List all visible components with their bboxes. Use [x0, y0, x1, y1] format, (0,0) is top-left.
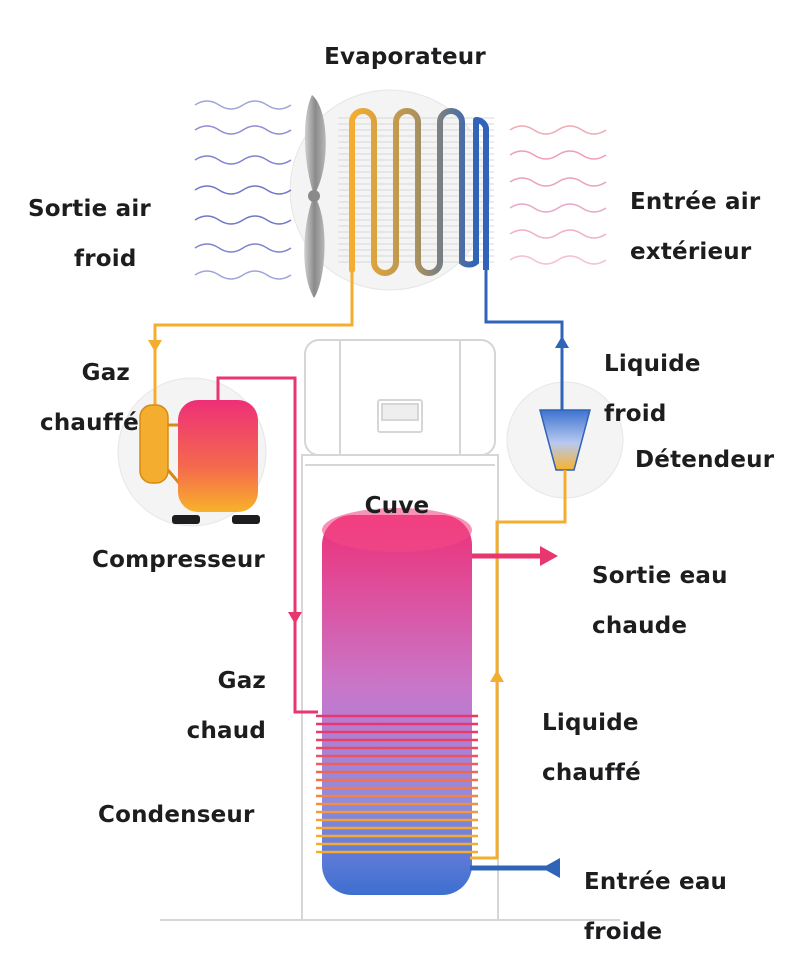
coil-outlet: [475, 117, 489, 270]
arrow-heated-gas: [148, 340, 162, 352]
pipe-cold-liquid: [484, 270, 564, 410]
expansion-valve-icon: [539, 409, 591, 471]
pipe-hot-gas: [216, 376, 318, 714]
label-cold-air-out: Sortie air froid: [28, 172, 198, 297]
label-detendeur: Détendeur: [635, 447, 775, 473]
label-heated-gas-line1: Gaz: [81, 360, 130, 386]
label-heated-liquid-line1: Liquide: [542, 710, 639, 736]
heat-pump-housing: [160, 339, 620, 921]
arrow-cold-liquid: [555, 336, 569, 348]
tank: [322, 515, 472, 895]
label-heated-gas: Gaz chauffé: [40, 336, 139, 461]
evaporator-coil: [349, 108, 479, 276]
label-heated-gas-line2: chauffé: [40, 410, 139, 436]
label-hot-water-out-line2: chaude: [592, 613, 688, 639]
label-evaporateur: Evaporateur: [324, 44, 486, 70]
label-cold-water-in: Entrée eau froide: [584, 845, 784, 970]
label-hot-gas: Gaz chaud: [170, 644, 266, 769]
arrow-hot-gas: [288, 612, 302, 624]
compressor-icon: [139, 400, 260, 524]
label-cuve: Cuve: [364, 493, 430, 519]
label-hot-water-out: Sortie eau chaude: [592, 539, 782, 664]
label-cold-liquid: Liquide froid: [604, 327, 754, 452]
label-outdoor-air-in: Entrée air extérieur: [630, 165, 800, 290]
label-hot-gas-line2: chaud: [186, 718, 266, 744]
pipe-heated-liquid: [470, 470, 567, 860]
arrow-cold-water-in: [542, 858, 560, 878]
label-outdoor-air-in-line2: extérieur: [630, 239, 752, 265]
pipe-heated-gas: [153, 270, 354, 405]
label-outdoor-air-in-line1: Entrée air: [630, 189, 761, 215]
label-heated-liquid: Liquide chauffé: [542, 686, 692, 811]
label-cold-air-out-line1: Sortie air: [28, 196, 151, 222]
label-heated-liquid-line2: chauffé: [542, 760, 641, 786]
arrow-heated-liquid: [490, 670, 504, 682]
cold-air-waves: [194, 100, 292, 280]
label-condenseur: Condenseur: [98, 802, 255, 828]
label-cold-liquid-line2: froid: [604, 401, 667, 427]
condenser-coils: [316, 714, 478, 854]
label-compresseur: Compresseur: [92, 547, 265, 573]
label-cold-water-in-line1: Entrée eau: [584, 869, 728, 895]
label-cold-air-out-line2: froid: [74, 246, 137, 272]
fan-icon: [304, 95, 326, 298]
label-hot-water-out-line1: Sortie eau: [592, 563, 728, 589]
outdoor-air-waves: [509, 125, 607, 265]
label-cold-water-in-line2: froide: [584, 919, 663, 945]
arrow-hot-water-out: [540, 546, 558, 566]
label-hot-gas-line1: Gaz: [217, 668, 266, 694]
label-cold-liquid-line1: Liquide: [604, 351, 701, 377]
